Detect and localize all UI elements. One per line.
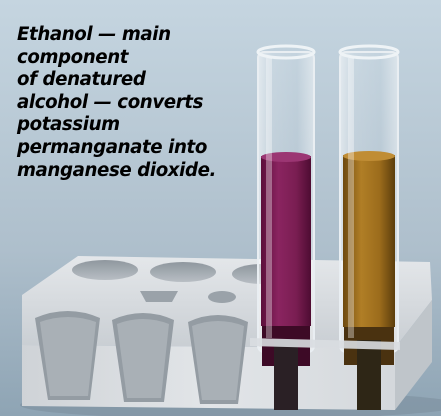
permanganate-tube bbox=[256, 44, 316, 410]
caption-line: of denatured bbox=[17, 69, 146, 91]
caption-line: permanganate into bbox=[17, 136, 207, 158]
manganese-dioxide-tube bbox=[338, 44, 400, 410]
caption-line: component bbox=[17, 46, 129, 68]
caption-line: Ethanol — main bbox=[17, 24, 171, 45]
caption-line: potassium bbox=[17, 114, 120, 136]
caption-text: Ethanol — main component of denatured al… bbox=[17, 24, 242, 182]
caption-line: alcohol — converts bbox=[17, 91, 204, 113]
caption-line: manganese dioxide. bbox=[17, 159, 217, 181]
